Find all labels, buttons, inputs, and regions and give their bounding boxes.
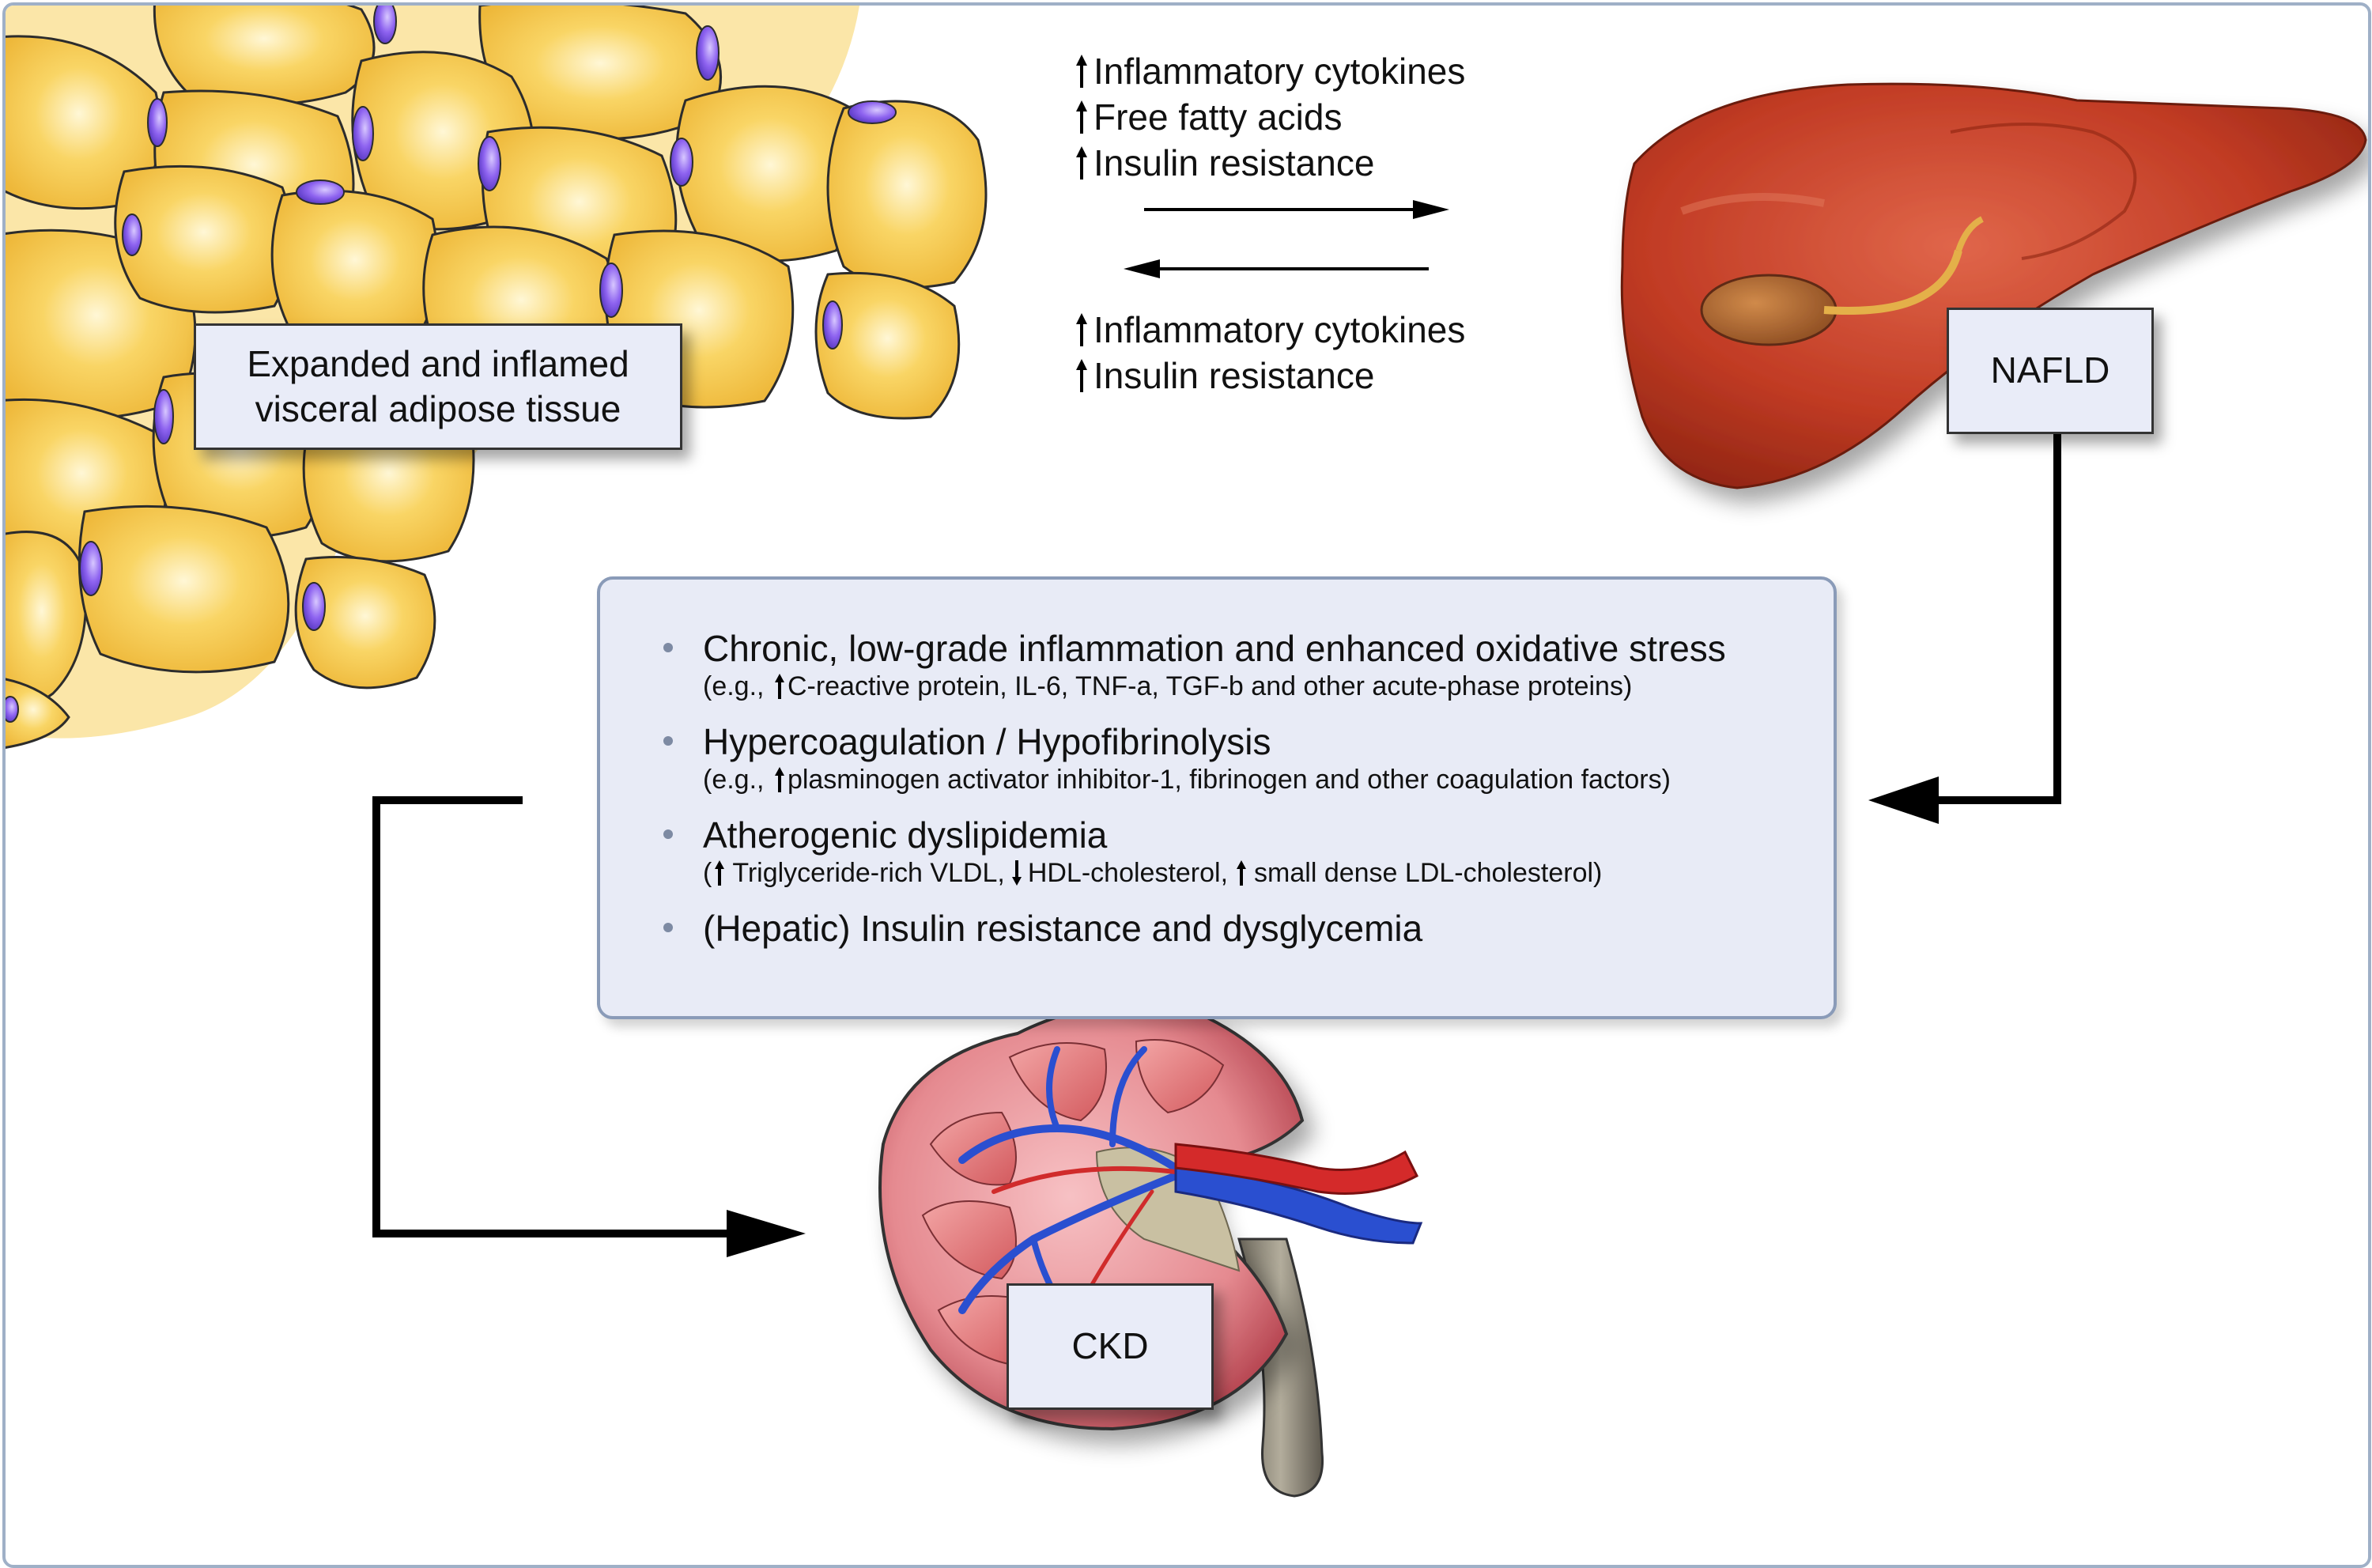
factor-label: Inflammatory cytokines xyxy=(1093,309,1466,350)
adipocyte xyxy=(826,100,988,289)
adipocyte-nucleus xyxy=(147,98,168,147)
adipocyte-nucleus xyxy=(599,263,623,318)
detail-prefix: (e.g., xyxy=(703,765,772,795)
up-arrow-icon xyxy=(774,767,784,792)
up-arrow-icon xyxy=(1076,313,1087,346)
mechanism-detail: (e.g., plasminogen activator inhibitor-1… xyxy=(703,763,1802,796)
arrow-liver-to-adipose-head xyxy=(1124,259,1160,278)
adipocyte-nucleus xyxy=(296,179,345,205)
mechanism-title: Atherogenic dyslipidemia xyxy=(703,814,1108,856)
detail-text: plasminogen activator inhibitor-1, fibri… xyxy=(787,765,1671,795)
adipocyte-nucleus xyxy=(122,213,142,256)
mechanisms-panel: Chronic, low-grade inflammation and enha… xyxy=(597,576,1837,1019)
adipocyte-nucleus xyxy=(670,138,693,187)
adipocyte xyxy=(675,85,866,263)
mechanism-item: (Hepatic) Insulin resistance and dysglyc… xyxy=(655,907,1802,950)
adipose-label: Expanded and inflamed visceral adipose t… xyxy=(247,342,629,430)
adipose-label-box: Expanded and inflamed visceral adipose t… xyxy=(194,323,682,450)
down-arrow-icon xyxy=(1011,860,1022,886)
factor-label: Insulin resistance xyxy=(1093,355,1375,396)
illustration-layer xyxy=(6,6,2367,1498)
arrow-nafld-to-mechanisms xyxy=(1935,434,2061,804)
adipocyte xyxy=(270,189,440,346)
liver-illustration xyxy=(1620,82,2367,489)
detail-text: small dense LDL-cholesterol) xyxy=(1254,858,1603,888)
ckd-label: CKD xyxy=(1071,1325,1149,1367)
ckd-label-box: CKD xyxy=(1007,1283,1214,1410)
detail-prefix: ( xyxy=(703,858,712,888)
arrow-adipose-to-liver-head xyxy=(1413,200,1449,219)
renal-vein xyxy=(1174,1166,1423,1245)
adipocyte xyxy=(294,556,436,690)
factor-row: Free fatty acids xyxy=(1075,94,1465,140)
renal-artery xyxy=(1174,1143,1418,1195)
liver-to-adipose-factors: Inflammatory cytokines Insulin resistanc… xyxy=(1075,307,1465,399)
nafld-label: NAFLD xyxy=(1990,349,2110,391)
nafld-label-box: NAFLD xyxy=(1947,308,2154,434)
adipocyte xyxy=(77,504,290,674)
factor-row: Insulin resistance xyxy=(1075,353,1465,399)
adipose-tissue-illustration xyxy=(6,6,988,749)
up-arrow-icon xyxy=(774,674,784,699)
adipocyte-nucleus xyxy=(302,582,326,631)
mechanism-item: Chronic, low-grade inflammation and enha… xyxy=(655,627,1802,703)
adipocyte-nucleus xyxy=(696,25,720,81)
adipocyte xyxy=(153,6,376,106)
mechanism-title: Chronic, low-grade inflammation and enha… xyxy=(703,628,1726,669)
up-arrow-icon xyxy=(715,860,725,886)
adipocyte-nucleus xyxy=(6,696,19,723)
factor-row: Insulin resistance xyxy=(1075,140,1465,186)
mechanism-title: Hypercoagulation / Hypofibrinolysis xyxy=(703,721,1271,762)
adipocyte xyxy=(814,271,961,420)
adipocyte-nucleus xyxy=(848,100,897,124)
mechanism-item: Hypercoagulation / Hypofibrinolysis (e.g… xyxy=(655,720,1802,796)
mechanism-detail: ( Triglyceride-rich VLDL, HDL-cholestero… xyxy=(703,856,1802,890)
up-arrow-icon xyxy=(1076,100,1087,134)
adipocyte-nucleus xyxy=(352,106,374,161)
adipose-to-liver-factors: Inflammatory cytokines Free fatty acids … xyxy=(1075,48,1465,186)
detail-prefix: (e.g., xyxy=(703,671,772,701)
kidney-illustration xyxy=(878,1003,1423,1498)
arrow-mechanisms-to-ckd-head xyxy=(727,1210,806,1257)
adipocyte-nucleus xyxy=(153,389,174,444)
adipocyte xyxy=(6,678,70,749)
factor-label: Free fatty acids xyxy=(1093,96,1343,138)
adipocyte-nucleus xyxy=(822,300,843,349)
factor-row: Inflammatory cytokines xyxy=(1075,307,1465,353)
connector-arrows xyxy=(372,200,2061,1257)
adipocyte-nucleus xyxy=(373,6,397,44)
bullet-icon xyxy=(663,829,673,839)
factor-label: Insulin resistance xyxy=(1093,142,1375,183)
gallbladder xyxy=(1700,274,1838,346)
mechanism-item: Atherogenic dyslipidemia ( Triglyceride-… xyxy=(655,814,1802,890)
adipocyte-nucleus xyxy=(478,136,501,191)
bullet-icon xyxy=(663,923,673,932)
detail-text: C-reactive protein, IL-6, TNF-a, TGF-b a… xyxy=(787,671,1633,701)
mechanism-title: (Hepatic) Insulin resistance and dysglyc… xyxy=(703,908,1423,949)
up-arrow-icon xyxy=(1076,359,1087,392)
adipocyte-nucleus xyxy=(79,541,103,596)
factor-row: Inflammatory cytokines xyxy=(1075,48,1465,94)
arrow-nafld-to-mechanisms-head xyxy=(1868,776,1939,824)
detail-text: Triglyceride-rich VLDL, xyxy=(732,858,1005,888)
mechanism-detail: (e.g., C-reactive protein, IL-6, TNF-a, … xyxy=(703,670,1802,703)
arrow-mechanisms-to-ckd xyxy=(372,796,733,1237)
up-arrow-icon xyxy=(1076,55,1087,88)
detail-text: HDL-cholesterol, xyxy=(1027,858,1229,888)
up-arrow-icon xyxy=(1237,860,1247,886)
bullet-icon xyxy=(663,643,673,652)
adipocyte xyxy=(114,164,294,314)
up-arrow-icon xyxy=(1076,146,1087,179)
bullet-icon xyxy=(663,736,673,746)
factor-label: Inflammatory cytokines xyxy=(1093,51,1466,92)
